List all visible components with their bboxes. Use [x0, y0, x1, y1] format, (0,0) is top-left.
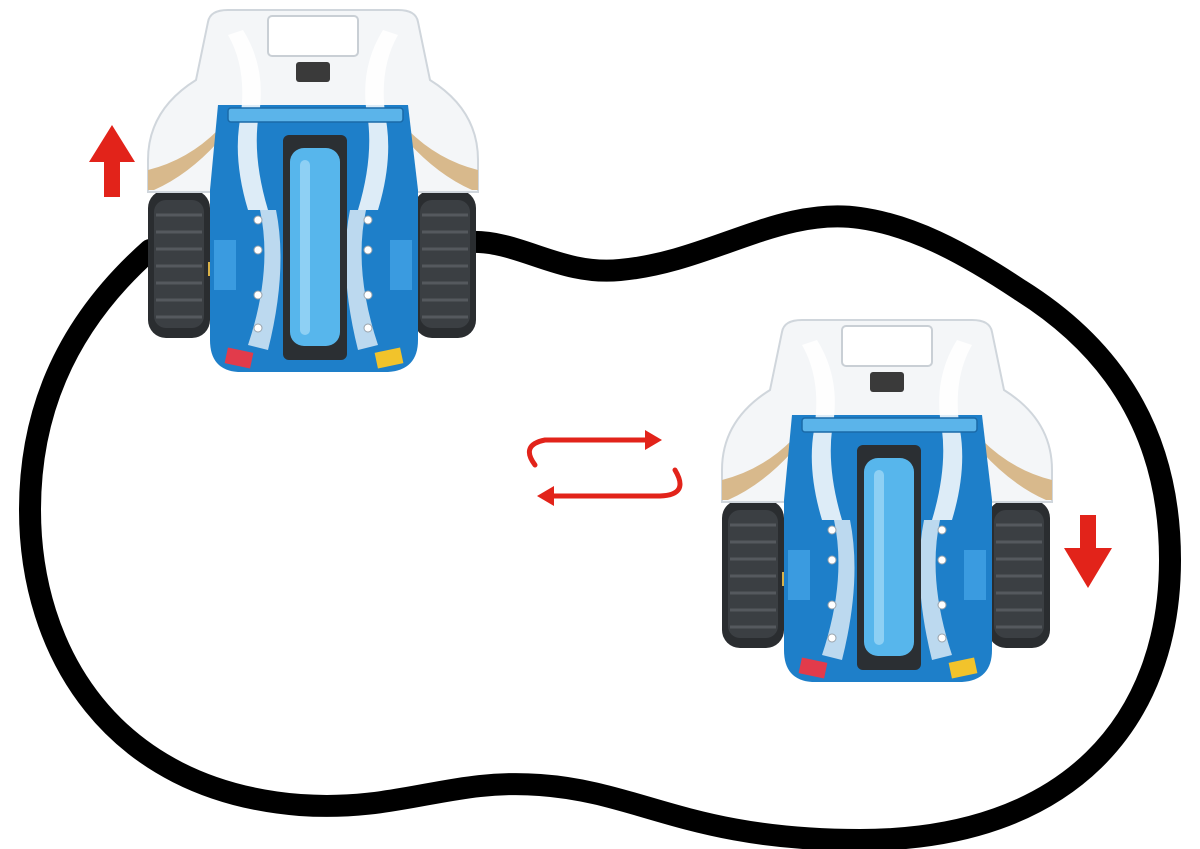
- swap-arrows-icon: [526, 437, 683, 499]
- swap-arrow-head-left: [537, 486, 554, 506]
- robot-car-forward: [146, 8, 480, 374]
- robot-car-backward: [720, 318, 1054, 684]
- swap-arrow-head-right: [645, 430, 662, 450]
- black-track-line: [18, 205, 1182, 849]
- down-arrow-icon: [1064, 515, 1112, 588]
- up-arrow-icon: [89, 125, 135, 197]
